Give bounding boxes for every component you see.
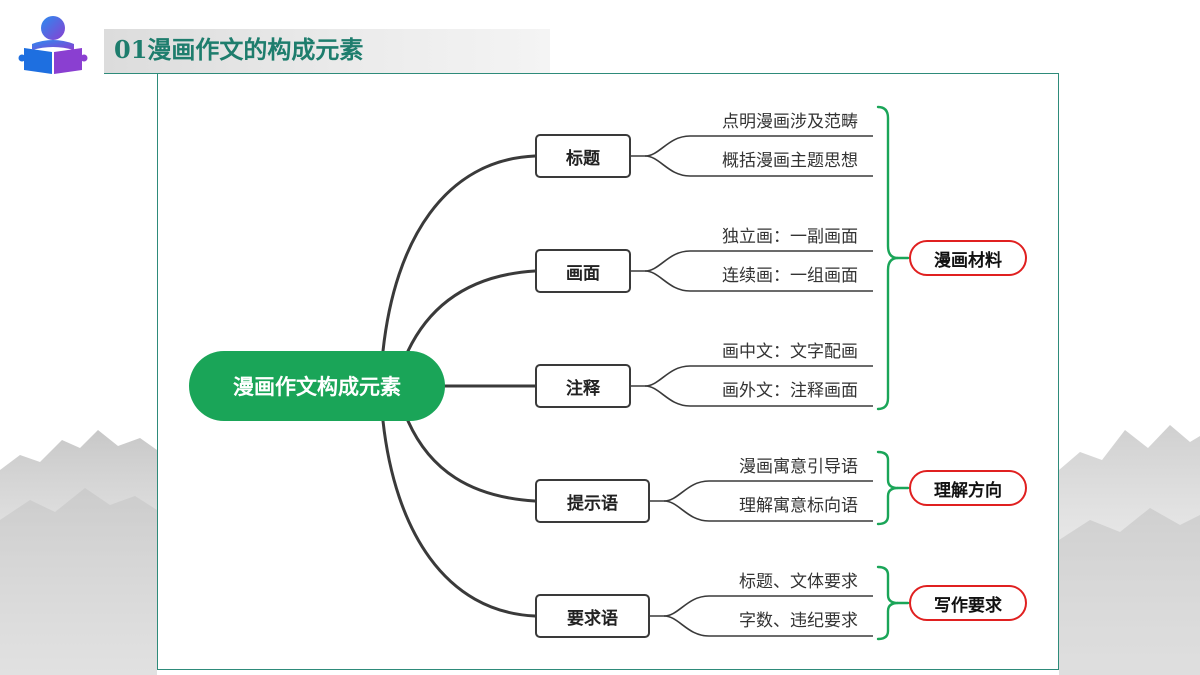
connector-root-4: [406, 419, 537, 503]
leaf-text: 独立画：一副画面: [722, 227, 858, 247]
leaf-text: 画中文：文字配画: [722, 342, 858, 362]
leaf-text: 字数、违纪要求: [739, 611, 858, 631]
group-label-writing: 写作要求: [909, 585, 1027, 621]
connector-root-1: [381, 154, 537, 353]
branch-node-picture: 画面: [535, 249, 631, 293]
leaf-text: 点明漫画涉及范畴: [722, 112, 858, 132]
branch-node-annotation: 注释: [535, 364, 631, 408]
connector-root-5: [381, 419, 537, 618]
leaf-text: 理解寓意标向语: [739, 496, 858, 516]
reader-book-icon: [18, 16, 88, 74]
group-label-material: 漫画材料: [909, 240, 1027, 276]
brace-group-2: [876, 450, 899, 526]
leaf-text: 漫画寓意引导语: [739, 457, 858, 477]
leaf-text: 画外文：注释画面: [722, 381, 858, 401]
brace-group-1: [876, 105, 899, 411]
brace-group-3: [876, 565, 899, 641]
leaf-text: 连续画：一组画面: [722, 266, 858, 286]
group-label-understanding: 理解方向: [909, 470, 1027, 506]
page-title: 01漫画作文的构成元素: [114, 35, 364, 64]
leaf-text: 标题、文体要求: [739, 572, 858, 592]
connector-root-2: [406, 269, 537, 353]
root-node: 漫画作文构成元素: [189, 351, 445, 421]
branch-node-title: 标题: [535, 134, 631, 178]
branch-node-requirement: 要求语: [535, 594, 650, 638]
header-bar: [104, 29, 550, 73]
leaf-text: 概括漫画主题思想: [722, 151, 858, 171]
branch-node-hint: 提示语: [535, 479, 650, 523]
